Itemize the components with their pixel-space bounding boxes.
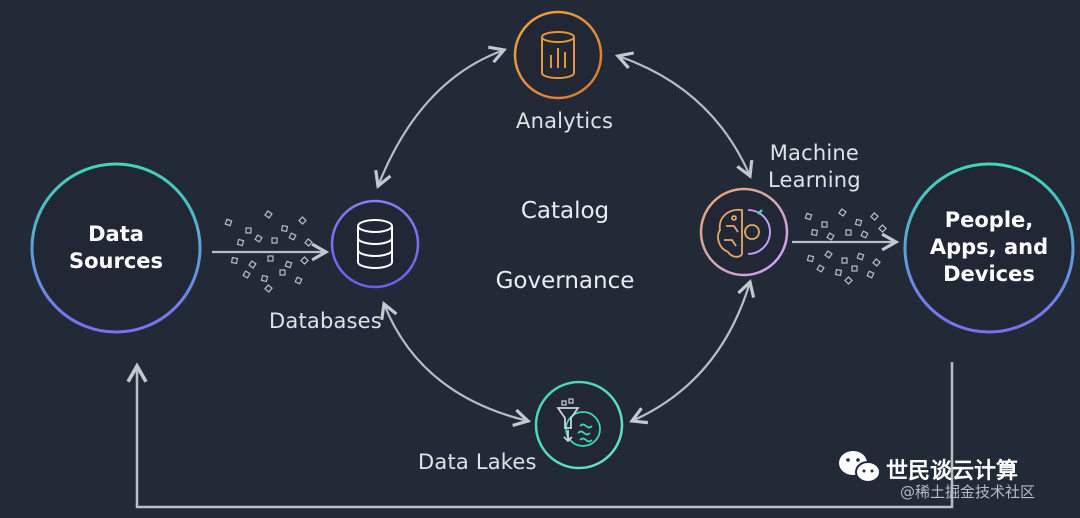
machine-learning-circle (699, 187, 789, 277)
data-particle (856, 252, 865, 261)
data-particle (280, 224, 289, 233)
database-icon (357, 219, 393, 269)
data-particle (872, 258, 881, 267)
data-particle (248, 260, 257, 269)
data-particle (224, 218, 233, 227)
data-particle (298, 216, 307, 225)
wechat-icon (839, 451, 881, 483)
data-particle (851, 265, 858, 272)
data-particle (236, 238, 245, 247)
data-particle (870, 212, 879, 221)
data-particle (804, 212, 813, 221)
arrow-databases-datalakes (380, 301, 532, 427)
data-particle (826, 232, 835, 241)
data-particle (242, 270, 251, 279)
data-lakes-label: Data Lakes (418, 450, 537, 474)
data-particle (810, 228, 819, 237)
data-particle (260, 274, 269, 283)
data-particle (824, 250, 833, 259)
data-sources-circle (30, 162, 202, 334)
data-particle (845, 229, 852, 236)
data-particle (288, 232, 297, 241)
data-particle (838, 208, 847, 217)
data-lake-icon (556, 398, 601, 447)
data-particle (841, 257, 848, 264)
data-particle (834, 268, 843, 277)
catalog-label: Catalog (520, 198, 610, 224)
data-particle (860, 230, 869, 239)
data-particle (271, 237, 278, 244)
arrow-ml-datalakes (629, 278, 756, 425)
data-particle (245, 227, 252, 234)
data-particle (854, 218, 863, 227)
arrow-analytics-ml (614, 51, 754, 179)
data-particle (816, 264, 825, 273)
data-particle (264, 210, 273, 219)
data-particle (866, 270, 875, 279)
data-particle (279, 269, 286, 276)
data-particle (264, 284, 273, 293)
brain-gear-icon (717, 208, 771, 258)
databases-label: Databases (269, 309, 382, 333)
data-particle (284, 260, 293, 269)
people-apps-devices-circle (903, 162, 1075, 334)
data-particle (294, 276, 303, 285)
data-particle (878, 224, 887, 233)
data-particle (844, 276, 853, 285)
data-particle (304, 238, 313, 247)
watermark-site: @稀土掘金技术社区 (900, 483, 1036, 501)
analytics-label: Analytics (516, 109, 614, 133)
data-particle (267, 255, 274, 262)
arrow-databases-analytics (374, 45, 508, 189)
data-particles-left (224, 210, 313, 293)
analytics-cylinder-icon (541, 31, 575, 79)
data-particles-right (804, 208, 887, 285)
data-particle (821, 221, 828, 228)
data-particle (300, 256, 309, 265)
data-particle (254, 234, 263, 243)
watermark-channel: 世民谈云计算 (886, 459, 1019, 484)
data-particle (806, 254, 815, 263)
feedback-loop-arrow (126, 362, 954, 509)
data-particle (230, 256, 239, 265)
data-lakes-circle (534, 380, 624, 470)
governance-label: Governance (495, 268, 635, 294)
